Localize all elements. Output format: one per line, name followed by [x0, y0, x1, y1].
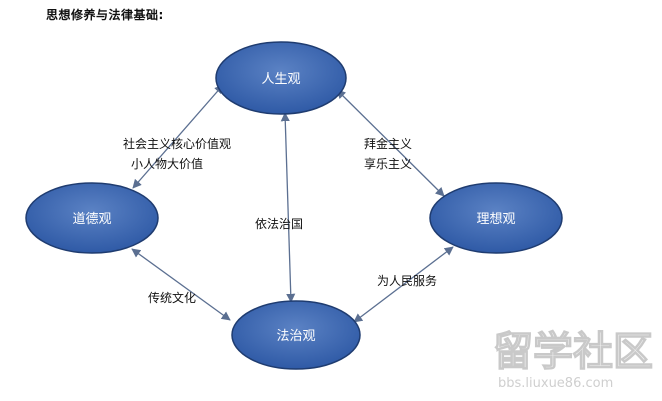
edge-moral-law	[131, 248, 231, 321]
edge-label-moral-law: 传统文化	[148, 290, 196, 305]
node-ideal-label: 理想观	[476, 211, 515, 227]
node-moral: 道德观	[25, 182, 159, 254]
edge-label-ideal-law: 为人民服务	[377, 273, 437, 288]
edge-life-moral	[132, 84, 224, 189]
edge-label-life-ideal-1: 拜金主义	[364, 136, 412, 151]
page-title: 思想修养与法律基础:	[46, 8, 164, 22]
node-moral-label: 道德观	[72, 212, 111, 227]
edge-ideal-law	[353, 246, 454, 323]
node-life: 人生观	[215, 41, 347, 115]
watermark: 留学社区 bbs.liuxue86.com	[492, 328, 653, 391]
node-life-label: 人生观	[261, 72, 300, 87]
edge-label-life-law: 依法治国	[255, 216, 303, 231]
edge-label-life-ideal-2: 享乐主义	[364, 156, 412, 171]
edge-label-life-moral-1: 社会主义核心价值观	[123, 136, 231, 151]
edge-life-law	[280, 112, 296, 303]
node-ideal: 理想观	[429, 182, 563, 254]
watermark-main-text: 留学社区	[493, 329, 653, 375]
watermark-sub-text: bbs.liuxue86.com	[498, 376, 613, 391]
node-law: 法治观	[231, 300, 361, 370]
edge-label-life-moral-2: 小人物大价值	[131, 156, 203, 171]
edge-life-ideal	[336, 89, 445, 197]
node-law-label: 法治观	[276, 329, 315, 344]
